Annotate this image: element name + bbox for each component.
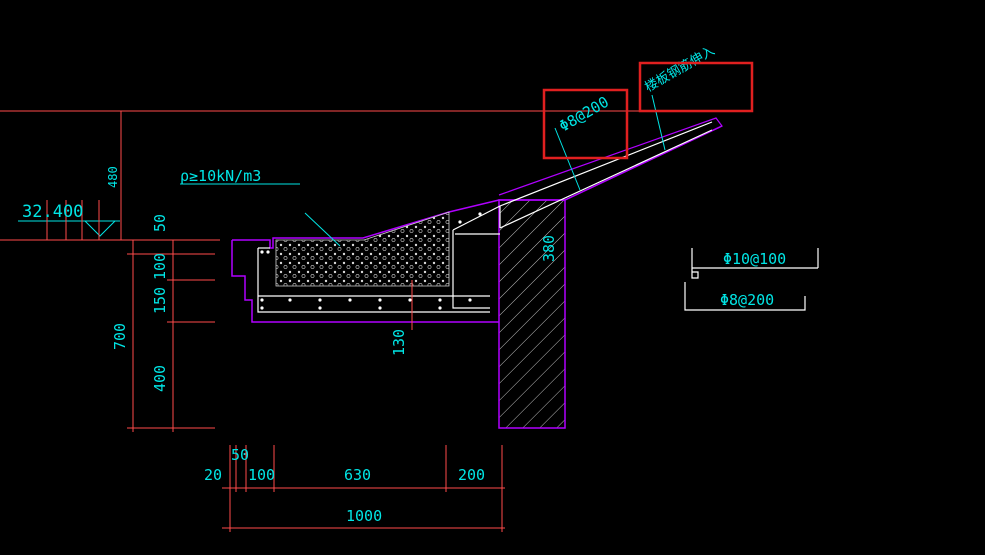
concrete-wall: [498, 199, 566, 429]
dim-h-100: 100: [248, 466, 275, 484]
legend-top-text: Φ10@100: [723, 250, 786, 268]
rebar-legend: [684, 248, 819, 311]
dim-v-150: 150: [151, 287, 169, 314]
fill-note-text: ρ≥10kN/m3: [180, 167, 261, 185]
dim-v-700: 700: [111, 323, 129, 350]
dim-h-200: 200: [458, 466, 485, 484]
dim-v-400: 400: [151, 365, 169, 392]
slab-thickness-text: 130: [390, 329, 408, 356]
horizontal-dimension-chain: [222, 445, 505, 532]
lightweight-fill: [275, 211, 450, 287]
dim-v-100: 100: [151, 253, 169, 280]
roof-slab-outline: [498, 117, 723, 201]
gutter-outline: [232, 125, 723, 249]
highlight-box-slab-note: [638, 61, 754, 113]
slab-rebar-leader: [651, 94, 666, 151]
elevation-text: 32.400: [22, 202, 83, 222]
beam-depth-text: 380: [540, 235, 558, 262]
slab-rebar-note-text: 楼板钢筋伸入: [642, 43, 718, 96]
dim-h-630: 630: [344, 466, 371, 484]
dim-v-50: 50: [151, 214, 169, 232]
level-dim-text: 480: [106, 166, 120, 188]
dim-h-50: 50: [231, 446, 249, 464]
rebar-lines: [257, 121, 713, 313]
legend-bottom-text: Φ8@200: [720, 291, 774, 309]
elevation-marker: 32.400: [18, 200, 120, 240]
slab-bottom-outline: [231, 240, 499, 323]
roof-rebar-text: Φ8@200: [556, 93, 612, 136]
fill-leader: [304, 212, 341, 247]
dim-h-1000: 1000: [346, 507, 382, 525]
rebar-dots: [260, 212, 482, 310]
highlight-box-roof-rebar: [542, 88, 629, 160]
dim-h-20: 20: [204, 466, 222, 484]
vertical-dimension-chain: [127, 239, 215, 432]
